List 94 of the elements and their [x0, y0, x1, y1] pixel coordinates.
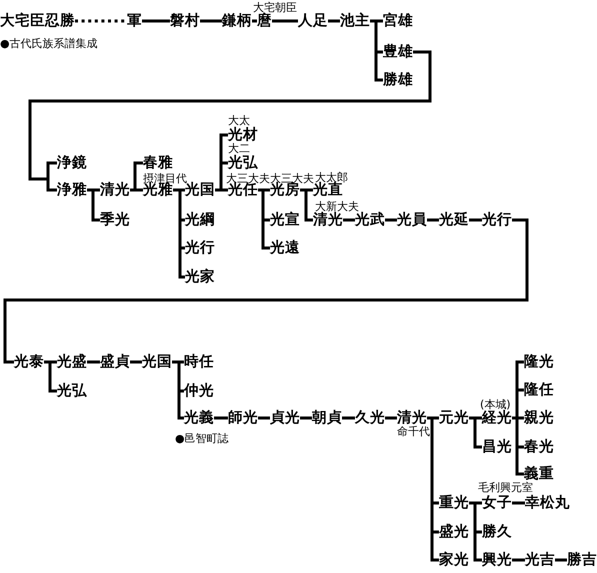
person-name: 光材	[228, 126, 258, 144]
lineage-line	[340, 416, 355, 420]
person-name: 池主	[340, 12, 370, 30]
person-name: 豊雄	[383, 43, 413, 61]
person-name: 義重	[524, 465, 554, 483]
lineage-line	[250, 20, 257, 22]
source-note: ●邑智町誌	[175, 432, 229, 444]
lineage-line	[300, 188, 313, 222]
person-name: 浄雅	[57, 181, 87, 199]
lineage-line	[86, 360, 100, 364]
lineage-line	[510, 558, 525, 562]
lineage-line	[510, 502, 525, 504]
lineage-line	[426, 218, 439, 222]
lineage-line	[469, 416, 482, 448]
person-name: 光泰	[14, 353, 44, 371]
person-name: 盛貞	[100, 353, 130, 371]
person-name: 清光	[313, 211, 343, 229]
lineage-line	[342, 218, 355, 222]
person-name: 光国	[185, 181, 215, 199]
person-name: 光員	[397, 211, 427, 229]
person-name: 隆光	[524, 353, 554, 371]
lineage-line	[87, 188, 100, 222]
person-name: 季光	[100, 211, 130, 229]
person-name: 清光	[100, 181, 130, 199]
person-name: 宮雄	[383, 12, 413, 30]
person-name: 光国	[142, 353, 172, 371]
name-note: 大太	[228, 115, 250, 127]
person-name: 光直	[313, 181, 343, 199]
person-name: 光武	[355, 211, 385, 229]
person-name: 光弘	[228, 154, 258, 172]
person-name: 師光	[228, 409, 258, 427]
person-name: 光綱	[185, 211, 215, 229]
name-note: 大宅朝臣	[253, 2, 297, 14]
person-name: 盛光	[439, 523, 469, 541]
person-name: 浄鏡	[57, 154, 87, 172]
person-name: 光吉	[525, 551, 555, 569]
person-name: 磐村	[170, 12, 200, 30]
person-name: 女子	[482, 494, 512, 512]
name-note: 毛利興元室	[478, 482, 533, 494]
lineage-line	[212, 416, 228, 420]
person-name: 仲光	[184, 382, 214, 400]
name-note: (本城)	[480, 399, 511, 411]
person-name: 光行	[482, 211, 512, 229]
lineage-line	[270, 20, 298, 22]
lineage-line	[140, 20, 170, 22]
name-note: 大二	[228, 143, 250, 155]
person-name: 貞光	[270, 409, 300, 427]
lineage-line	[384, 416, 397, 420]
person-name: 鎌柄	[222, 12, 252, 30]
lineage-line	[298, 416, 312, 420]
person-name: 久光	[355, 409, 385, 427]
lineage-line	[384, 218, 397, 222]
lineage-line	[198, 20, 222, 22]
lineage-line	[326, 20, 340, 22]
lineage-line	[44, 360, 57, 392]
lineage-line	[128, 360, 142, 364]
lineage-line	[256, 416, 270, 420]
person-name: 春雅	[143, 154, 173, 172]
person-name: 人足	[298, 12, 328, 30]
person-name: 隆任	[524, 381, 554, 399]
person-name: 清光	[397, 409, 427, 427]
person-name: 勝雄	[383, 71, 413, 89]
person-name: 春光	[524, 438, 554, 456]
person-name: 光弘	[57, 382, 87, 400]
name-note: 大太郎	[315, 172, 348, 184]
person-name: 親光	[524, 409, 554, 427]
person-name: 元光	[439, 409, 469, 427]
person-name: 大宅臣忍勝	[0, 12, 75, 30]
lineage-line	[74, 20, 127, 22]
person-name: 興光	[482, 551, 512, 569]
person-name: 勝吉	[567, 551, 597, 569]
lineage-line	[468, 218, 482, 222]
person-name: 経光	[482, 409, 512, 427]
person-name: 家光	[439, 551, 469, 569]
person-name: 麿	[257, 12, 272, 30]
person-name: 光義	[184, 409, 214, 427]
person-name: 朝貞	[312, 409, 342, 427]
lineage-line	[4, 218, 528, 364]
person-name: 昌光	[482, 438, 512, 456]
person-name: 光行	[185, 239, 215, 257]
person-name: 軍	[127, 12, 142, 30]
person-name: 幸松丸	[525, 494, 570, 512]
person-name: 時任	[184, 353, 214, 371]
person-name: 光家	[185, 268, 215, 286]
person-name: 光遠	[270, 239, 300, 257]
name-note: 大新大夫	[315, 201, 359, 213]
person-name: 光延	[439, 211, 469, 229]
name-note: 命千代	[397, 426, 430, 438]
person-name: 勝久	[482, 523, 512, 541]
source-note: ●古代氏族系譜集成	[0, 36, 98, 50]
person-name: 光盛	[57, 353, 87, 371]
lineage-line	[554, 558, 567, 562]
person-name: 光宣	[270, 211, 300, 229]
person-name: 重光	[439, 494, 469, 512]
